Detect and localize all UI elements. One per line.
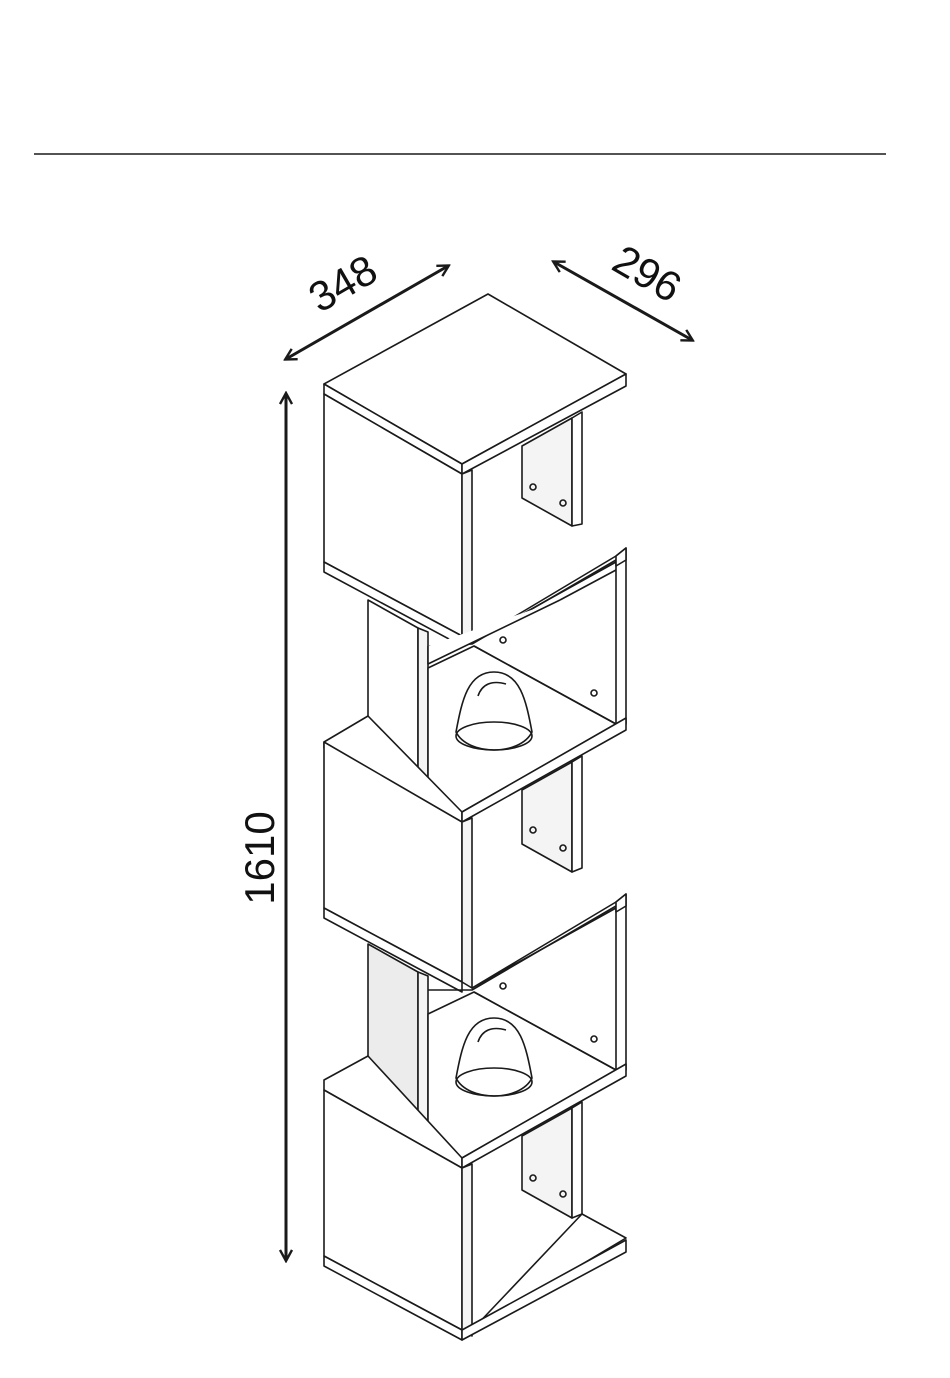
depth-dimension-label: 296	[605, 236, 689, 312]
height-dimension-label: 1610	[236, 811, 283, 904]
bookshelf	[324, 294, 626, 1340]
